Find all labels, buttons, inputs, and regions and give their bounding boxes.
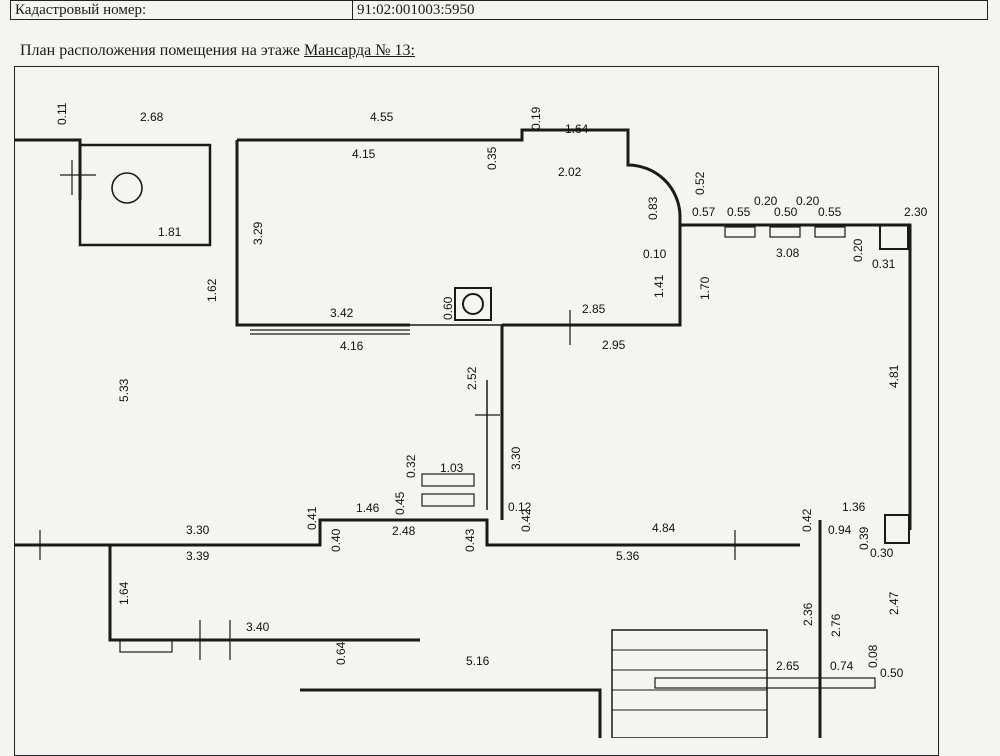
dim-25: 1.70 — [698, 276, 712, 300]
dim-51: 3.39 — [186, 549, 210, 563]
walls — [14, 128, 912, 738]
column-right — [879, 224, 909, 250]
dim-59: 0.64 — [334, 641, 348, 665]
cadastral-number-table: Кадастровый номер: 91:02:001003:5950 — [10, 0, 988, 20]
dim-58: 2.76 — [829, 613, 843, 637]
dim-6: 0.35 — [485, 146, 499, 170]
dim-52: 5.36 — [616, 549, 640, 563]
dim-27: 2.85 — [582, 302, 606, 316]
dim-45: 0.42 — [519, 508, 533, 532]
dim-23: 1.62 — [205, 278, 219, 302]
wall-room-curved — [237, 128, 682, 327]
dim-3: 0.19 — [529, 106, 543, 130]
dim-31: 5.33 — [117, 378, 131, 402]
dim-17: 2.30 — [904, 205, 928, 219]
dim-2: 4.55 — [370, 110, 394, 124]
dim-42: 2.48 — [392, 524, 416, 538]
dim-53: 0.30 — [870, 546, 894, 560]
dim-24: 1.41 — [652, 274, 666, 298]
dim-1: 2.68 — [140, 110, 164, 124]
dim-55: 2.47 — [887, 591, 901, 615]
dim-12: 0.55 — [727, 205, 751, 219]
vent-tick — [60, 160, 96, 195]
radiator-a — [421, 473, 475, 487]
vent-box-circle — [462, 293, 484, 315]
floor-name: Мансарда № 13: — [303, 42, 415, 59]
dim-22: 0.31 — [872, 257, 896, 271]
dim-9: 3.29 — [251, 221, 265, 245]
dim-43: 0.42 — [800, 508, 814, 532]
dim-56: 3.40 — [246, 620, 270, 634]
shaft-room — [78, 143, 212, 247]
vent-box — [454, 287, 492, 321]
dim-4: 1.64 — [565, 122, 589, 136]
dim-28: 3.42 — [330, 306, 354, 320]
wall-corridor — [14, 518, 800, 547]
dim-7: 2.02 — [558, 165, 582, 179]
wall-west-top — [14, 138, 82, 200]
window-2 — [769, 226, 801, 238]
dim-38: 1.46 — [356, 501, 380, 515]
wall-south-room — [108, 545, 420, 642]
staircase — [611, 629, 768, 738]
dim-49: 0.43 — [463, 528, 477, 552]
dim-35: 1.03 — [440, 461, 464, 475]
dim-60: 5.16 — [466, 654, 490, 668]
dim-5: 4.15 — [352, 147, 376, 161]
dim-50: 0.39 — [857, 526, 871, 550]
dim-54: 1.64 — [117, 581, 131, 605]
dim-16: 0.55 — [818, 205, 842, 219]
dim-39: 0.12 — [508, 500, 532, 514]
dim-20: 0.10 — [643, 247, 667, 261]
dim-26: 0.60 — [441, 296, 455, 320]
dim-32: 2.52 — [465, 366, 479, 390]
stair-treads — [612, 649, 767, 711]
plan-caption-prefix: План расположения помещения на этаже — [20, 42, 304, 59]
radiator-south — [119, 639, 173, 653]
dim-19: 3.08 — [776, 246, 800, 260]
dim-10: 0.83 — [646, 196, 660, 220]
window-south — [654, 677, 876, 689]
dim-64: 0.50 — [880, 666, 904, 680]
dim-0: 0.11 — [55, 102, 69, 125]
dim-15: 0.20 — [796, 194, 820, 208]
cadastral-number-value: 91:02:001003:5950 — [357, 2, 475, 18]
dim-40: 1.36 — [842, 500, 866, 514]
wall-right-room — [680, 223, 912, 530]
wall-south-lower — [300, 688, 602, 738]
dim-14: 0.50 — [774, 205, 798, 219]
dim-34: 0.32 — [404, 454, 418, 478]
dim-11: 0.57 — [692, 205, 716, 219]
dim-18: 1.81 — [158, 225, 182, 239]
dim-63: 0.08 — [866, 644, 880, 668]
dim-46: 0.94 — [828, 523, 852, 537]
dim-30: 2.95 — [602, 338, 626, 352]
cadastral-number-label: Кадастровый номер: — [11, 1, 353, 19]
dim-36: 3.30 — [509, 446, 523, 470]
dim-13: 0.20 — [754, 194, 778, 208]
wall-room-left — [235, 140, 410, 327]
vent-circle — [111, 172, 143, 204]
dimension-labels: 0.11 2.68 4.55 0.19 1.64 4.15 0.35 2.02 … — [55, 102, 928, 680]
dim-8: 0.52 — [693, 171, 707, 195]
dim-29: 4.16 — [340, 339, 364, 353]
radiator-b — [421, 493, 475, 507]
dim-37: 0.45 — [393, 491, 407, 515]
dim-44: 4.84 — [652, 521, 676, 535]
plan-caption: План расположения помещения на этаже Ман… — [20, 42, 415, 60]
dim-41: 0.41 — [305, 506, 319, 530]
window-3 — [814, 226, 846, 238]
dim-62: 0.74 — [830, 659, 854, 673]
dim-33: 4.81 — [887, 364, 901, 388]
dimension-ticks — [39, 310, 736, 660]
column-south-right — [884, 514, 910, 544]
window-1 — [724, 226, 756, 238]
floor-plan: 0.11 2.68 4.55 0.19 1.64 4.15 0.35 2.02 … — [14, 102, 928, 738]
dim-48: 0.40 — [329, 528, 343, 552]
dim-57: 2.36 — [801, 602, 815, 626]
dim-61: 2.65 — [776, 659, 800, 673]
dim-21: 0.20 — [851, 238, 865, 262]
dim-47: 3.30 — [186, 523, 210, 537]
